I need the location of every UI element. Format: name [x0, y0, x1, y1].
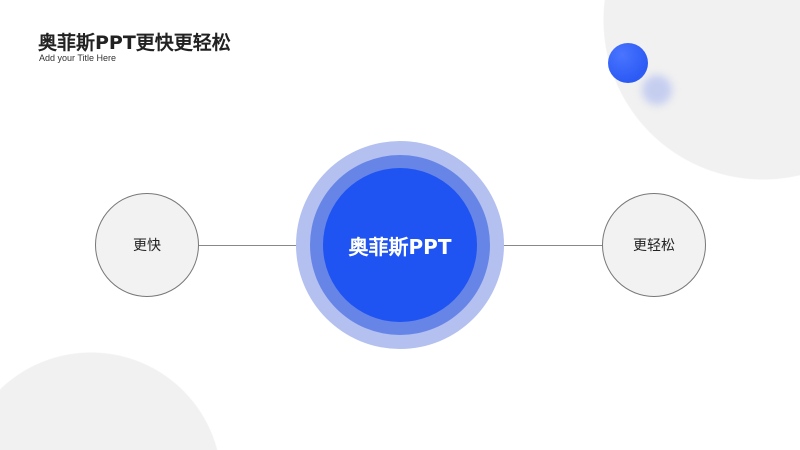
- connector-left: [199, 245, 297, 246]
- background-circle-top-right: [603, 0, 800, 180]
- page-subtitle: Add your Title Here: [39, 53, 117, 63]
- decorative-blurred-ball: [642, 75, 672, 105]
- decorative-blue-ball: [608, 43, 648, 83]
- connector-right: [503, 245, 603, 246]
- center-node-label: 奥菲斯PPT: [348, 234, 452, 259]
- left-node-label: 更快: [133, 238, 161, 254]
- right-node-label: 更轻松: [633, 238, 675, 254]
- right-node: 更轻松: [602, 193, 706, 297]
- center-node: 奥菲斯PPT: [323, 168, 477, 322]
- page-title: 奥菲斯PPT更快更轻松: [38, 32, 231, 54]
- left-node: 更快: [95, 193, 199, 297]
- background-circle-bottom-left: [0, 352, 222, 450]
